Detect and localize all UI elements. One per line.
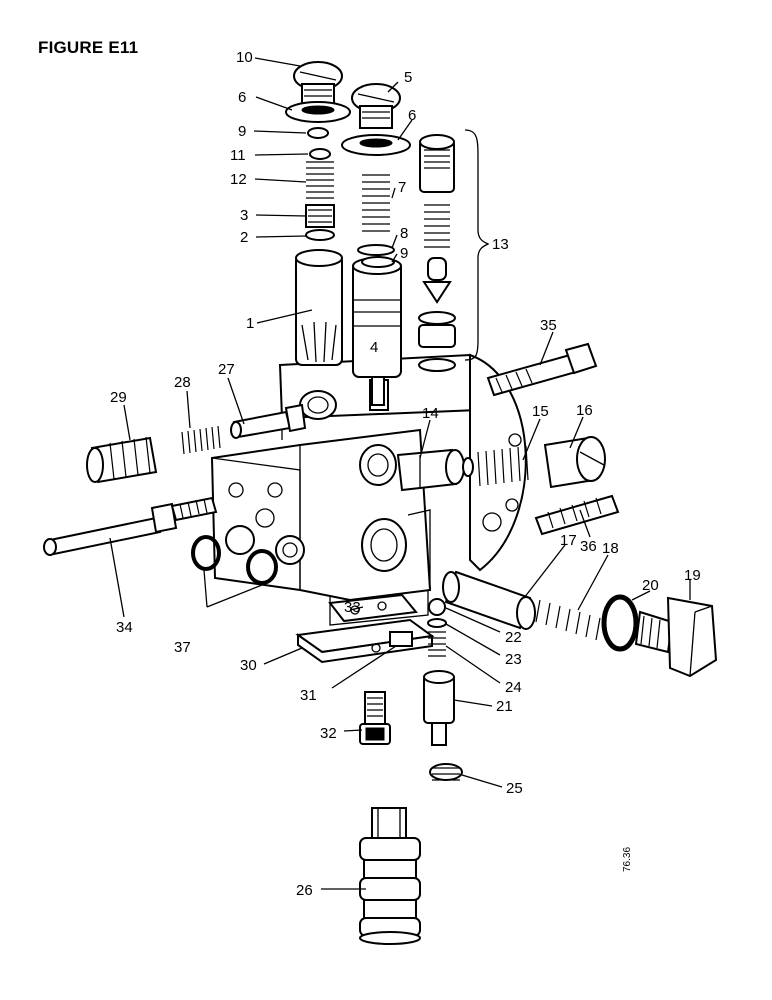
middle-stack-parts bbox=[341, 83, 411, 268]
callout-17: 17 bbox=[560, 532, 577, 549]
callout-6b: 6 bbox=[408, 107, 416, 124]
figure-title: FIGURE E11 bbox=[38, 38, 139, 57]
callout-11: 11 bbox=[230, 147, 246, 164]
callout-18: 18 bbox=[602, 540, 619, 557]
callout-34: 34 bbox=[116, 619, 133, 636]
callout-8: 8 bbox=[400, 225, 408, 242]
callout-35: 35 bbox=[540, 317, 557, 334]
part-35-bolt bbox=[486, 342, 598, 397]
callout-23: 23 bbox=[505, 651, 522, 668]
callout-19: 19 bbox=[684, 567, 701, 584]
part-13-assembly bbox=[418, 129, 490, 372]
callout-labels: 10 5 6 6 9 11 12 7 3 2 8 9 13 1 4 35 29 … bbox=[110, 49, 701, 899]
part-34-rod bbox=[43, 496, 218, 556]
callout-7: 7 bbox=[398, 179, 406, 196]
callout-29: 29 bbox=[110, 389, 127, 406]
callout-6a: 6 bbox=[238, 89, 246, 106]
part-32-cap-screw bbox=[359, 691, 391, 745]
lower-valve-parts bbox=[423, 598, 463, 781]
callout-9b: 9 bbox=[400, 245, 408, 262]
callout-27: 27 bbox=[218, 361, 235, 378]
base-plate-parts bbox=[295, 593, 435, 664]
callout-10: 10 bbox=[236, 49, 253, 66]
callout-22: 22 bbox=[505, 629, 522, 646]
callout-4: 4 bbox=[370, 339, 378, 356]
callout-32: 32 bbox=[320, 725, 337, 742]
part-37-o-rings bbox=[191, 535, 278, 585]
callout-21: 21 bbox=[496, 698, 513, 715]
callout-33: 33 bbox=[344, 599, 361, 616]
relief-valve-parts bbox=[442, 570, 718, 678]
callout-20: 20 bbox=[642, 577, 659, 594]
callout-3: 3 bbox=[240, 207, 248, 224]
callout-15: 15 bbox=[532, 403, 549, 420]
callout-2: 2 bbox=[240, 229, 248, 246]
callout-13: 13 bbox=[492, 236, 509, 253]
right-piston-spring-plug bbox=[396, 436, 606, 492]
callout-25: 25 bbox=[506, 780, 523, 797]
part-26-cartridge bbox=[359, 807, 421, 945]
part-36-stud bbox=[534, 494, 620, 536]
left-stack-parts bbox=[285, 61, 351, 241]
part-1-sleeve bbox=[295, 249, 343, 366]
callout-9a: 9 bbox=[238, 123, 246, 140]
callout-37: 37 bbox=[174, 639, 191, 656]
valve-body-housing bbox=[210, 353, 527, 626]
callout-12: 12 bbox=[230, 171, 247, 188]
leader-lines bbox=[109, 57, 691, 890]
callout-1: 1 bbox=[246, 315, 254, 332]
left-plug-spring-parts bbox=[86, 403, 307, 484]
callout-14: 14 bbox=[422, 405, 439, 422]
callout-28: 28 bbox=[174, 374, 191, 391]
callout-16: 16 bbox=[576, 402, 593, 419]
callout-31: 31 bbox=[300, 687, 317, 704]
callout-5: 5 bbox=[404, 69, 412, 86]
callout-36: 36 bbox=[580, 538, 597, 555]
callout-30: 30 bbox=[240, 657, 257, 674]
callout-24: 24 bbox=[505, 679, 522, 696]
callout-26: 26 bbox=[296, 882, 313, 899]
